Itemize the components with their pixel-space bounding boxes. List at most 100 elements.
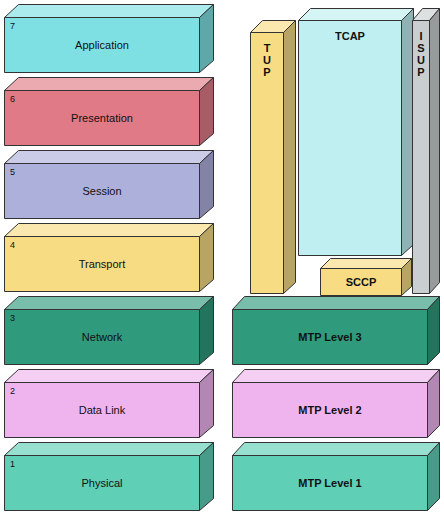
front-face-area: Transport xyxy=(4,236,200,292)
front-face-area: MTP Level 2 xyxy=(232,382,428,438)
layer-box: Physical 1 xyxy=(4,442,214,511)
box-side-face xyxy=(284,21,296,294)
box-3d-shape xyxy=(232,442,440,511)
front-face-area: Network xyxy=(4,309,200,365)
front-face-area: Presentation xyxy=(4,90,200,146)
box-front-face xyxy=(233,383,428,438)
layer-box: TCAP xyxy=(298,8,414,256)
layer-box: MTP Level 3 xyxy=(232,296,440,365)
layer-box: I S U P xyxy=(412,8,440,294)
box-front-face xyxy=(5,456,200,511)
layer-number: 2 xyxy=(10,386,15,396)
box-top-face xyxy=(5,370,214,383)
box-top-face xyxy=(233,370,440,383)
box-3d-shape xyxy=(4,442,214,511)
front-face-area: SCCP xyxy=(320,268,402,296)
box-top-face xyxy=(5,151,214,164)
box-top-face xyxy=(5,297,214,310)
layer-box: MTP Level 2 xyxy=(232,369,440,438)
front-face-area: Session xyxy=(4,163,200,219)
box-side-face xyxy=(428,443,440,511)
layer-box: MTP Level 1 xyxy=(232,442,440,511)
box-top-face xyxy=(5,443,214,456)
layer-number: 6 xyxy=(10,94,15,104)
box-front-face xyxy=(5,164,200,219)
layer-name: Session xyxy=(82,185,121,197)
box-side-face xyxy=(200,78,214,146)
protocol-label: T U P xyxy=(262,42,273,78)
layer-name: Data Link xyxy=(79,404,125,416)
layer-name: Application xyxy=(75,39,129,51)
layer-box: Transport 4 xyxy=(4,223,214,292)
layer-number: 7 xyxy=(10,21,15,31)
box-side-face xyxy=(200,224,214,292)
protocol-label: TCAP xyxy=(335,30,365,42)
box-side-face xyxy=(402,9,414,256)
box-3d-shape xyxy=(250,20,296,294)
box-3d-shape xyxy=(298,8,414,256)
box-side-face xyxy=(402,259,412,296)
layer-box: Data Link 2 xyxy=(4,369,214,438)
layer-name: Network xyxy=(82,331,122,343)
box-front-face xyxy=(5,18,200,73)
box-front-face xyxy=(413,21,430,294)
box-top-face xyxy=(299,9,414,21)
protocol-label: I S U P xyxy=(416,30,427,78)
box-front-face xyxy=(5,310,200,365)
box-3d-shape xyxy=(412,8,440,294)
box-front-face xyxy=(251,33,284,294)
front-face-area: I S U P xyxy=(412,20,430,294)
box-3d-shape xyxy=(232,369,440,438)
box-side-face xyxy=(200,443,214,511)
protocol-label: MTP Level 3 xyxy=(298,331,361,343)
box-front-face xyxy=(233,310,428,365)
layer-box: Presentation 6 xyxy=(4,77,214,146)
box-top-face xyxy=(233,297,440,310)
layer-box: SCCP xyxy=(320,258,412,296)
front-face-area: TCAP xyxy=(298,20,402,256)
protocol-label: MTP Level 2 xyxy=(298,404,361,416)
box-top-face xyxy=(5,224,214,237)
box-3d-shape xyxy=(4,77,214,146)
front-face-area: MTP Level 1 xyxy=(232,455,428,511)
box-side-face xyxy=(430,9,440,294)
box-3d-shape xyxy=(4,369,214,438)
layer-name: Transport xyxy=(79,258,126,270)
layer-box: Application 7 xyxy=(4,4,214,73)
box-side-face xyxy=(428,370,440,438)
layer-box: Network3 xyxy=(4,296,214,365)
box-front-face xyxy=(233,456,428,511)
layer-box: Session 5 xyxy=(4,150,214,219)
front-face-area: T U P xyxy=(250,32,284,294)
box-front-face xyxy=(5,91,200,146)
layer-number: 4 xyxy=(10,240,15,250)
front-face-area: Physical xyxy=(4,455,200,511)
box-top-face xyxy=(5,5,214,18)
front-face-area: Data Link xyxy=(4,382,200,438)
protocol-label: SCCP xyxy=(346,276,377,288)
box-front-face xyxy=(5,383,200,438)
box-3d-shape xyxy=(4,150,214,219)
box-side-face xyxy=(200,297,214,365)
box-3d-shape xyxy=(4,4,214,73)
layer-name: Physical xyxy=(82,477,123,489)
box-front-face xyxy=(321,269,402,296)
layer-name: Presentation xyxy=(71,112,133,124)
box-top-face xyxy=(5,78,214,91)
front-face-area: Application xyxy=(4,17,200,73)
box-3d-shape xyxy=(4,296,214,365)
box-side-face xyxy=(200,370,214,438)
layer-number: 5 xyxy=(10,167,15,177)
box-front-face xyxy=(299,21,402,256)
box-side-face xyxy=(200,151,214,219)
front-face-area: MTP Level 3 xyxy=(232,309,428,365)
box-side-face xyxy=(200,5,214,73)
layer-number: 1 xyxy=(10,459,15,469)
box-3d-shape xyxy=(4,223,214,292)
box-top-face xyxy=(321,259,412,269)
box-3d-shape xyxy=(232,296,440,365)
layer-box: T U P xyxy=(250,20,296,294)
protocol-label: MTP Level 1 xyxy=(298,477,361,489)
